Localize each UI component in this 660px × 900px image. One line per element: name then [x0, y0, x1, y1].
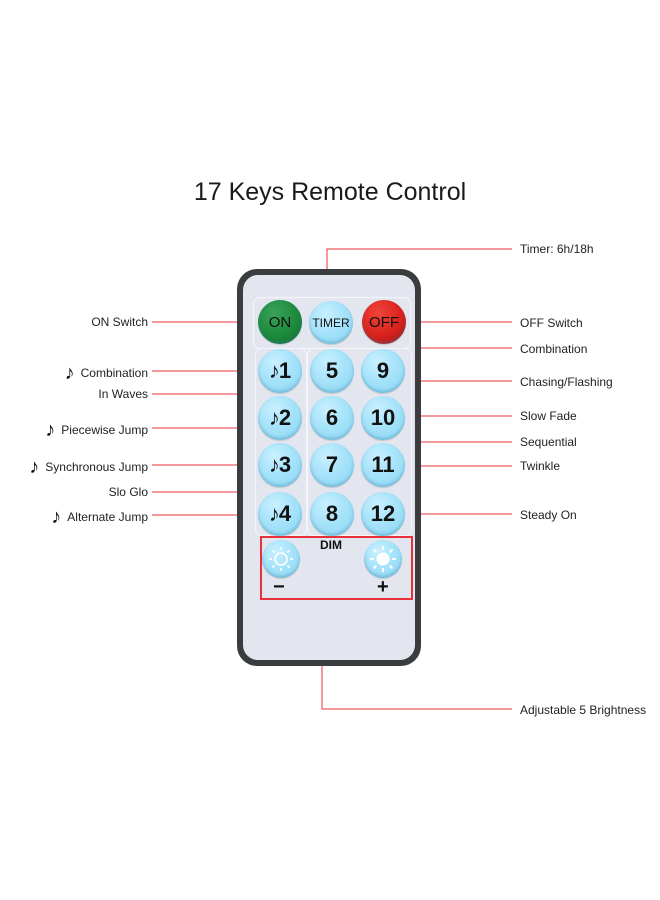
key-9-button[interactable]: 9 — [361, 349, 405, 393]
key-2-label: 2 — [278, 405, 292, 430]
music-note-icon: ♪ — [268, 405, 280, 430]
dim-highlight-box — [260, 536, 413, 600]
sun-outline-icon — [269, 547, 293, 571]
key-3-label: 3 — [278, 452, 292, 477]
music-note-icon: ♪ — [29, 456, 40, 478]
key-11-button[interactable]: 11 — [361, 443, 405, 487]
label-combination-left: ♪Combination — [64, 362, 148, 384]
key-6-button[interactable]: 6 — [310, 396, 354, 440]
minus-sign: − — [273, 576, 285, 598]
label-synchronous: ♪Synchronous Jump — [29, 456, 148, 478]
label-off-switch: OFF Switch — [520, 316, 583, 330]
label-steady-on: Steady On — [520, 508, 577, 522]
label-sequential: Sequential — [520, 435, 577, 449]
key-1-button[interactable]: ♪1 — [258, 349, 302, 393]
music-note-icon: ♪ — [64, 362, 75, 384]
timer-button[interactable]: TIMER — [309, 301, 353, 344]
plus-sign: + — [377, 576, 389, 598]
label-chasing: Chasing/Flashing — [520, 375, 613, 389]
panel-mode-keys — [307, 348, 412, 536]
music-note-icon: ♪ — [268, 452, 280, 477]
label-on-switch: ON Switch — [91, 315, 148, 329]
label-slo-glo: Slo Glo — [108, 485, 148, 499]
label-in-waves: In Waves — [98, 387, 148, 401]
dim-up-button[interactable] — [364, 540, 402, 578]
label-slow-fade: Slow Fade — [520, 409, 577, 423]
key-3-button[interactable]: ♪3 — [258, 443, 302, 487]
dim-down-button[interactable] — [262, 540, 300, 578]
diagram-title: 17 Keys Remote Control — [193, 178, 467, 206]
music-note-icon: ♪ — [45, 419, 56, 441]
label-alternate: ♪Alternate Jump — [51, 506, 148, 528]
music-note-icon: ♪ — [51, 506, 62, 528]
music-note-icon: ♪ — [268, 358, 280, 383]
label-brightness: Adjustable 5 Brightness — [520, 703, 647, 717]
label-twinkle: Twinkle — [520, 459, 561, 473]
label-timer: Timer: 6h/18h — [520, 242, 594, 256]
key-4-button[interactable]: ♪4 — [258, 492, 302, 536]
key-2-button[interactable]: ♪2 — [258, 396, 302, 440]
key-1-label: 1 — [278, 358, 292, 383]
music-note-icon: ♪ — [268, 501, 280, 526]
key-12-button[interactable]: 12 — [361, 492, 405, 536]
key-4-label: 4 — [278, 501, 292, 526]
dim-label: DIM — [320, 538, 342, 552]
label-combination-right: Combination — [520, 342, 588, 356]
label-piecewise: ♪Piecewise Jump — [45, 419, 148, 441]
sun-filled-icon — [370, 546, 396, 572]
key-10-button[interactable]: 10 — [361, 396, 405, 440]
off-button[interactable]: OFF — [362, 300, 406, 344]
key-7-button[interactable]: 7 — [310, 443, 354, 487]
on-button[interactable]: ON — [258, 300, 302, 344]
key-5-button[interactable]: 5 — [310, 349, 354, 393]
key-8-button[interactable]: 8 — [310, 492, 354, 536]
